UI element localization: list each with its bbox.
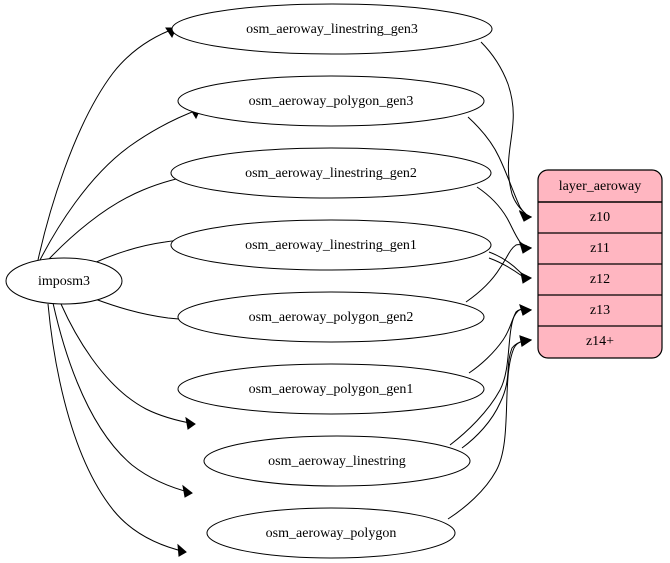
edge-polygon-gen2-to-z11	[465, 242, 533, 303]
edge-imposm3-to-polygon-gen3	[39, 107, 201, 261]
node-osm-aeroway-polygon-gen3-label: osm_aeroway_polygon_gen3	[249, 94, 414, 109]
node-osm-aeroway-linestring-gen1-shape[interactable]	[170, 219, 492, 271]
node-osm-aeroway-linestring-gen1-label: osm_aeroway_linestring_gen1	[245, 238, 417, 253]
node-osm-aeroway-polygon-shape[interactable]	[206, 507, 456, 559]
node-osm-aeroway-polygon-gen1[interactable]: osm_aeroway_polygon_gen1	[177, 363, 485, 415]
node-osm-aeroway-linestring-gen1[interactable]: osm_aeroway_linestring_gen1	[170, 219, 492, 271]
node-osm-aeroway-linestring[interactable]: osm_aeroway_linestring	[203, 435, 471, 487]
layer-aeroway-row-z13-label: z13	[590, 303, 610, 318]
edge-linestring-gen1-to-z12-alt	[488, 257, 523, 277]
edge-imposm3-to-polygon	[47, 303, 187, 557]
layer-aeroway-row-z12-label: z12	[590, 272, 610, 287]
layer-aeroway-row-z10-label: z10	[590, 210, 610, 225]
node-osm-aeroway-polygon-gen2-shape[interactable]	[177, 291, 485, 343]
edge-imposm3-to-linestring	[52, 302, 193, 498]
node-osm-aeroway-polygon[interactable]: osm_aeroway_polygon	[206, 507, 456, 559]
node-osm-aeroway-linestring-label: osm_aeroway_linestring	[268, 454, 406, 469]
node-layer-aeroway[interactable]: layer_aeroway z10 z11 z12 z13 z14+	[537, 169, 663, 359]
edge-imposm3-to-linestring-gen3	[37, 27, 177, 261]
node-osm-aeroway-linestring-gen3-label: osm_aeroway_linestring_gen3	[246, 22, 418, 37]
layer-aeroway-row-z14-label: z14+	[586, 334, 614, 349]
node-osm-aeroway-polygon-label: osm_aeroway_polygon	[266, 526, 397, 541]
node-osm-aeroway-linestring-gen3[interactable]: osm_aeroway_linestring_gen3	[171, 3, 493, 55]
node-osm-aeroway-linestring-gen2-shape[interactable]	[170, 147, 492, 199]
node-osm-aeroway-linestring-gen2[interactable]: osm_aeroway_linestring_gen2	[170, 147, 492, 199]
node-osm-aeroway-polygon-gen1-label: osm_aeroway_polygon_gen1	[249, 382, 414, 397]
node-osm-aeroway-linestring-gen2-label: osm_aeroway_linestring_gen2	[245, 166, 417, 181]
edge-polygon-to-z14	[447, 335, 533, 520]
edge-linestring-gen1-to-z12	[488, 251, 533, 284]
edges-tables-to-layer	[447, 41, 533, 520]
node-osm-aeroway-polygon-gen3-shape[interactable]	[177, 75, 485, 127]
edge-linestring-to-z13	[449, 304, 533, 446]
node-osm-aeroway-polygon-gen3[interactable]: osm_aeroway_polygon_gen3	[177, 75, 485, 127]
node-osm-aeroway-polygon-gen2-label: osm_aeroway_polygon_gen2	[249, 310, 414, 325]
node-osm-aeroway-linestring-shape[interactable]	[203, 435, 471, 487]
edge-polygon-gen3-to-z10	[467, 116, 533, 222]
node-imposm3-shape[interactable]	[5, 257, 123, 305]
node-osm-aeroway-polygon-gen2[interactable]: osm_aeroway_polygon_gen2	[177, 291, 485, 343]
layer-aeroway-header-label: layer_aeroway	[559, 179, 641, 194]
layer-aeroway-row-z11-label: z11	[590, 241, 610, 256]
edge-linestring-gen3-to-z10	[480, 41, 533, 221]
node-osm-aeroway-polygon-gen1-shape[interactable]	[177, 363, 485, 415]
node-imposm3[interactable]: imposm3	[5, 257, 123, 305]
node-osm-aeroway-linestring-gen3-shape[interactable]	[171, 3, 493, 55]
node-imposm3-label: imposm3	[38, 274, 90, 289]
edge-imposm3-to-polygon-gen1	[60, 303, 196, 430]
